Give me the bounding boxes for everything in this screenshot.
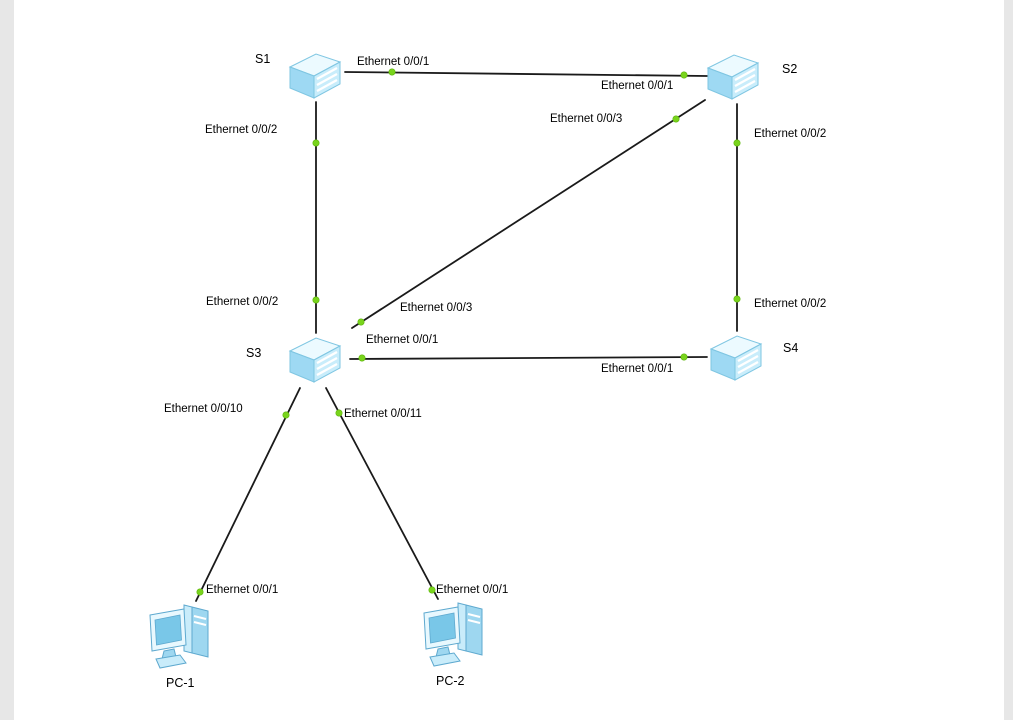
device-label-pc-1: PC-1 <box>166 676 195 690</box>
port-status-dot <box>335 409 343 417</box>
right-edge-strip <box>1004 0 1013 720</box>
device-label-s1: S1 <box>255 52 271 66</box>
device-label-s3: S3 <box>246 346 262 360</box>
link-s1-s2[interactable] <box>344 71 708 77</box>
port-status-dot <box>733 139 741 147</box>
link-s3-s4[interactable] <box>349 356 708 360</box>
port-label-s3: Ethernet 0/0/11 <box>344 408 422 420</box>
port-label-s3: Ethernet 0/0/1 <box>366 334 439 346</box>
switch-icon <box>288 337 342 383</box>
port-label-s4: Ethernet 0/0/1 <box>601 363 674 375</box>
port-status-dot <box>358 354 366 362</box>
switch-icon <box>288 53 342 99</box>
port-label-pc-1: Ethernet 0/0/1 <box>206 584 279 596</box>
port-label-s2: Ethernet 0/0/1 <box>601 80 674 92</box>
port-status-dot <box>672 115 680 123</box>
node-s4[interactable] <box>707 331 765 390</box>
port-status-dot <box>196 588 204 596</box>
node-s3[interactable] <box>286 333 344 392</box>
port-label-s2: Ethernet 0/0/2 <box>754 128 827 140</box>
link-s3-pc-2[interactable] <box>325 387 439 600</box>
port-label-s1: Ethernet 0/0/2 <box>205 124 278 136</box>
device-label-pc-2: PC-2 <box>436 674 465 688</box>
node-s2[interactable] <box>704 50 762 109</box>
port-status-dot <box>733 295 741 303</box>
left-edge-strip <box>0 0 14 720</box>
node-pc-1[interactable] <box>146 595 218 682</box>
port-label-s1: Ethernet 0/0/1 <box>357 56 430 68</box>
node-pc-2[interactable] <box>420 593 492 680</box>
link-s2-s3[interactable] <box>351 99 706 329</box>
port-status-dot <box>312 139 320 147</box>
port-status-dot <box>357 318 365 326</box>
link-s3-pc-1[interactable] <box>195 387 301 602</box>
switch-icon <box>706 54 760 100</box>
device-label-s2: S2 <box>782 62 798 76</box>
pc-icon <box>423 602 483 667</box>
device-label-s4: S4 <box>783 341 799 355</box>
pc-icon <box>149 604 209 669</box>
port-status-dot <box>680 353 688 361</box>
port-label-s3: Ethernet 0/0/2 <box>206 296 279 308</box>
port-status-dot <box>312 296 320 304</box>
node-s1[interactable] <box>286 49 344 108</box>
port-label-s3: Ethernet 0/0/10 <box>164 403 243 415</box>
port-status-dot <box>282 411 290 419</box>
port-status-dot <box>680 71 688 79</box>
port-status-dot <box>388 68 396 76</box>
port-label-s3: Ethernet 0/0/3 <box>400 302 473 314</box>
port-label-pc-2: Ethernet 0/0/1 <box>436 584 509 596</box>
port-label-s2: Ethernet 0/0/3 <box>550 113 623 125</box>
port-label-s4: Ethernet 0/0/2 <box>754 298 827 310</box>
switch-icon <box>709 335 763 381</box>
port-status-dot <box>428 586 436 594</box>
